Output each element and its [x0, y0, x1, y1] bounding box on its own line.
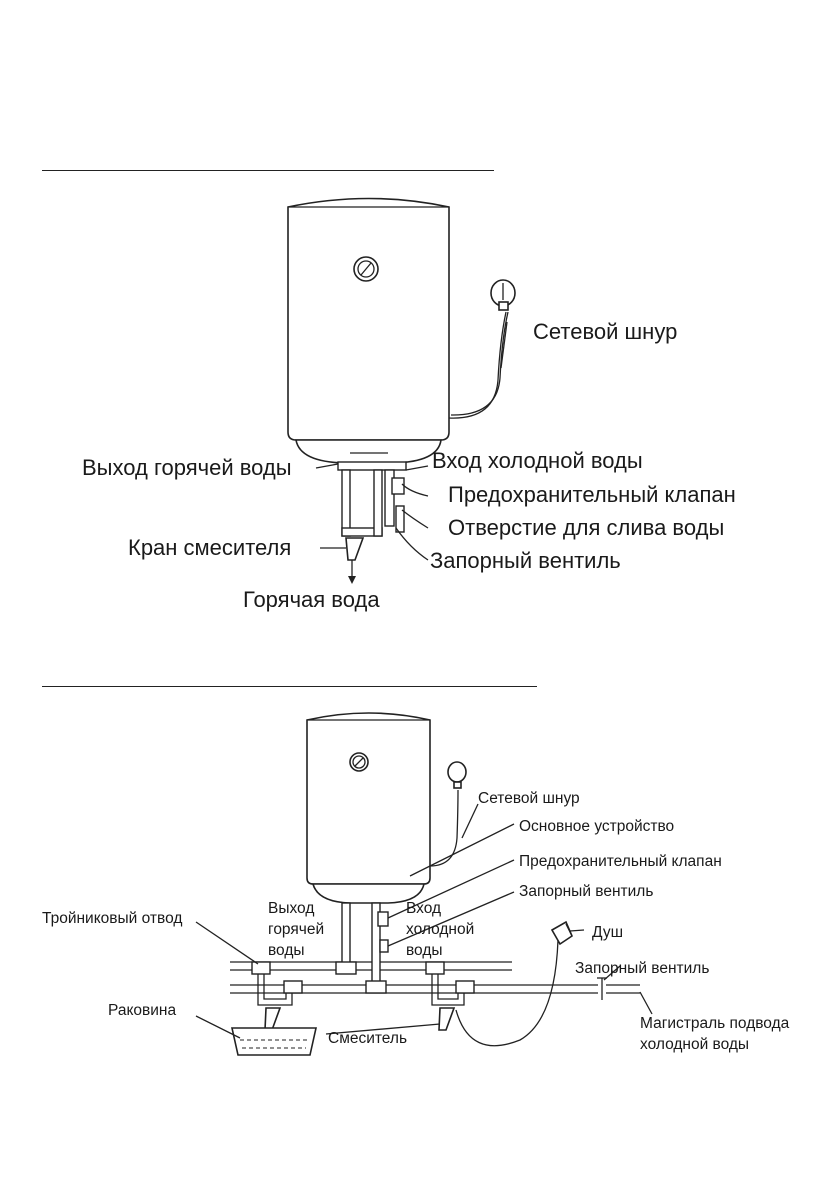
label-safety-valve-2: Предохранительный клапан	[519, 853, 722, 870]
power-cord-plug-icon-small	[429, 761, 467, 867]
section-divider-middle	[42, 686, 537, 687]
label-sink: Раковина	[108, 1002, 176, 1019]
label-shutoff-valve: Запорный вентиль	[430, 548, 621, 573]
shower-head-icon	[550, 920, 573, 946]
label-mains-line1: Магистраль подвода	[640, 1015, 790, 1032]
label-power-cord-2: Сетевой шнур	[478, 790, 580, 807]
label-cold-inlet-line3: воды	[406, 942, 443, 959]
label-cold-inlet-line2: холодной	[406, 921, 474, 938]
figure-1-leader-lines	[315, 321, 508, 561]
label-hot-outlet-line1: Выход	[268, 900, 314, 917]
label-shower: Душ	[592, 924, 623, 941]
label-mains-line2: холодной воды	[640, 1036, 749, 1053]
figure-2-leader-lines	[195, 803, 653, 1039]
figure-1-water-heater: Сетевой шнур Выход горячей воды Вход хол…	[82, 197, 736, 612]
label-hot-water: Горячая вода	[243, 587, 380, 612]
heater-tank-small	[306, 712, 431, 904]
power-cord-plug-icon	[448, 279, 516, 419]
label-safety-valve: Предохранительный клапан	[448, 482, 736, 507]
label-cold-water-inlet: Вход холодной воды	[432, 448, 643, 473]
label-shutoff-valve-main: Запорный вентиль	[575, 960, 709, 977]
sink-basin	[231, 1027, 317, 1056]
label-mixer: Смеситель	[328, 1030, 407, 1047]
label-shutoff-valve-2: Запорный вентиль	[519, 883, 653, 900]
label-tee-branch: Тройниковый отвод	[42, 910, 182, 927]
label-mixer-tap: Кран смесителя	[128, 535, 291, 560]
label-drain-hole: Отверстие для слива воды	[448, 515, 724, 540]
label-hot-outlet-line2: горячей	[268, 921, 324, 938]
label-power-cord: Сетевой шнур	[533, 319, 677, 344]
thermometer-dial-icon-small	[349, 752, 369, 772]
heater-tank	[287, 197, 450, 464]
thermometer-dial-icon	[353, 256, 379, 282]
label-hot-water-outlet: Выход горячей воды	[82, 455, 292, 480]
label-main-unit: Основное устройство	[519, 818, 674, 835]
heater-plumbing	[337, 461, 407, 584]
label-cold-inlet-line1: Вход	[406, 900, 441, 917]
section-divider-top	[42, 170, 494, 171]
figure-2-installation: Сетевой шнур Основное устройство Предохр…	[42, 712, 790, 1056]
label-hot-outlet-line3: воды	[268, 942, 305, 959]
